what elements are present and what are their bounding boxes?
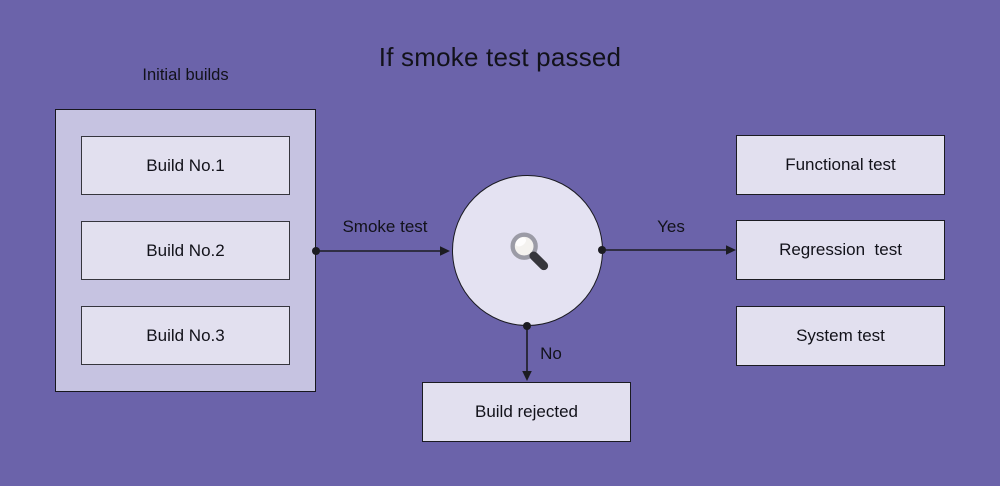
build-rejected-node: Build rejected bbox=[422, 382, 631, 442]
smoke-test-decision-node bbox=[452, 175, 603, 326]
yes-edge-label: Yes bbox=[657, 217, 685, 236]
magnifier-icon bbox=[510, 232, 548, 270]
build-2-node: Build No.2 bbox=[81, 221, 290, 280]
system-test-node: System test bbox=[736, 306, 945, 366]
build-1-node: Build No.1 bbox=[81, 136, 290, 195]
yes-arrow bbox=[598, 245, 736, 255]
system-test-label: System test bbox=[796, 326, 885, 345]
build-rejected-label: Build rejected bbox=[474, 402, 578, 421]
build-3-label: Build No.3 bbox=[146, 325, 225, 345]
smoke-test-edge-label: Smoke test bbox=[342, 217, 428, 236]
no-edge-label: No bbox=[540, 344, 562, 363]
regression-test-label: Regression test bbox=[779, 240, 902, 259]
functional-test-label: Functional test bbox=[785, 155, 896, 174]
functional-test-node: Functional test bbox=[736, 135, 945, 195]
build-3-node: Build No.3 bbox=[81, 306, 290, 365]
smoke-test-arrow bbox=[312, 246, 450, 256]
regression-test-node: Regression test bbox=[736, 220, 945, 280]
initial-builds-label: Initial builds bbox=[142, 66, 229, 84]
build-1-label: Build No.1 bbox=[146, 155, 225, 175]
build-2-label: Build No.2 bbox=[146, 240, 225, 260]
page-title: If smoke test passed bbox=[378, 42, 622, 72]
